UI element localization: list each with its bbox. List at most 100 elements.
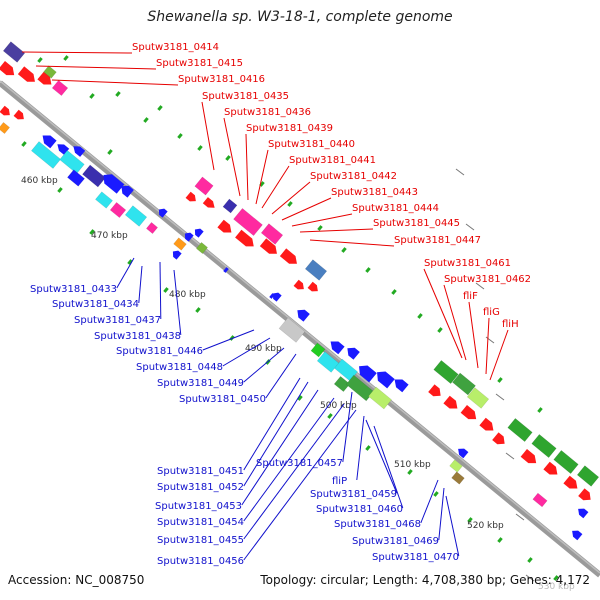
track-marker — [391, 289, 397, 295]
tick-mark — [515, 513, 525, 521]
tick-mark — [495, 393, 505, 401]
gene-label-top: fliG — [483, 307, 500, 318]
tick-label: 500 kbp — [320, 401, 357, 411]
track-marker — [317, 225, 323, 231]
gene-label-bottom: fliP — [332, 476, 347, 487]
cds-feature — [297, 309, 310, 322]
track-marker — [527, 557, 533, 563]
track-marker — [115, 91, 121, 97]
leader-line-bottom — [420, 479, 439, 524]
cds-feature — [278, 317, 306, 343]
gene-label-top: Sputw3181_0414 — [132, 42, 219, 53]
leader-line-bottom — [243, 347, 285, 383]
leader-line-bottom — [241, 389, 319, 506]
gene-label-bottom: Sputw3181_0457 — [256, 458, 343, 469]
cds-feature — [121, 185, 134, 198]
cds-feature — [272, 292, 282, 302]
track-marker — [417, 313, 423, 319]
cds-feature — [394, 379, 409, 393]
gene-label-top: Sputw3181_0443 — [331, 187, 418, 198]
track-marker — [287, 201, 293, 207]
leader-line-bottom — [342, 391, 353, 463]
track-marker — [365, 267, 371, 273]
cds-feature — [377, 371, 395, 389]
gene-label-top: fliH — [502, 319, 519, 330]
cds-feature — [347, 347, 360, 360]
accession-text: Accession: NC_008750 — [8, 573, 145, 587]
cds-feature — [333, 375, 351, 393]
track-marker — [197, 145, 203, 151]
leader-line-top — [201, 101, 215, 171]
gene-label-bottom: Sputw3181_0470 — [372, 552, 459, 563]
track-marker — [89, 93, 95, 99]
cds-feature — [359, 365, 377, 383]
cds-feature — [194, 176, 214, 196]
leader-line-bottom — [373, 425, 404, 509]
cds-feature — [13, 109, 24, 120]
gene-label-top: Sputw3181_0416 — [178, 74, 265, 85]
tick-label: 520 kbp — [467, 521, 504, 531]
track-marker — [37, 57, 43, 63]
gene-label-bottom: Sputw3181_0448 — [136, 362, 223, 373]
cds-feature — [307, 281, 318, 292]
tick-label: 470 kbp — [91, 231, 128, 241]
track-marker — [163, 287, 169, 293]
gene-label-bottom: Sputw3181_0459 — [310, 489, 397, 500]
cds-feature — [310, 342, 326, 358]
track-marker — [433, 491, 439, 497]
track-marker — [341, 247, 347, 253]
tick-label: 510 kbp — [394, 460, 431, 470]
track-marker — [553, 575, 559, 581]
track-marker — [21, 141, 27, 147]
track-marker — [127, 259, 133, 265]
track-marker — [63, 55, 69, 61]
cds-feature — [185, 191, 196, 202]
gene-label-top: Sputw3181_0445 — [373, 218, 460, 229]
leader-line-bottom — [202, 329, 255, 351]
cds-feature — [520, 449, 537, 464]
track-marker — [537, 407, 543, 413]
gene-label-bottom: Sputw3181_0438 — [94, 331, 181, 342]
tick-mark — [475, 282, 485, 290]
leader-line-top — [245, 133, 249, 201]
cds-feature — [51, 79, 69, 97]
label-leaders-top — [21, 51, 509, 381]
cds-feature — [553, 450, 579, 474]
leader-line-top — [309, 239, 395, 247]
track-marker — [157, 105, 163, 111]
gene-label-bottom: Sputw3181_0450 — [179, 394, 266, 405]
track-marker — [269, 293, 275, 299]
track-marker — [437, 327, 443, 333]
leader-line-top — [261, 165, 290, 209]
tick-mark — [525, 574, 535, 582]
cds-feature — [202, 197, 215, 208]
gene-label-bottom: Sputw3181_0455 — [157, 535, 244, 546]
cds-feature — [194, 228, 204, 238]
gene-label-bottom: Sputw3181_0434 — [52, 299, 139, 310]
cds-feature — [67, 169, 85, 187]
cds-feature — [460, 405, 477, 420]
cds-feature — [17, 66, 35, 82]
cds-feature — [235, 229, 254, 247]
cds-feature — [563, 475, 578, 489]
feature-track — [0, 41, 600, 581]
labels-bottom: Sputw3181_0433Sputw3181_0434Sputw3181_04… — [30, 284, 459, 567]
cds-feature — [330, 341, 345, 355]
tick-mark — [485, 336, 495, 344]
track-marker — [327, 413, 333, 419]
cds-feature — [103, 174, 125, 194]
cds-feature — [73, 146, 86, 157]
leader-line-top — [423, 268, 463, 359]
gene-label-bottom: Sputw3181_0453 — [155, 501, 242, 512]
labels-top: Sputw3181_0414Sputw3181_0415Sputw3181_04… — [132, 42, 531, 330]
cds-feature — [531, 434, 557, 458]
leader-line-bottom — [243, 397, 335, 522]
genome-backbone-highlight — [0, 80, 600, 574]
gene-label-top: Sputw3181_0461 — [424, 258, 511, 269]
cds-feature — [124, 205, 148, 227]
cds-feature — [293, 279, 304, 290]
tick-mark — [465, 223, 475, 231]
leader-line-bottom — [116, 257, 135, 289]
track-marker — [107, 149, 113, 155]
gene-label-bottom: Sputw3181_0433 — [30, 284, 117, 295]
